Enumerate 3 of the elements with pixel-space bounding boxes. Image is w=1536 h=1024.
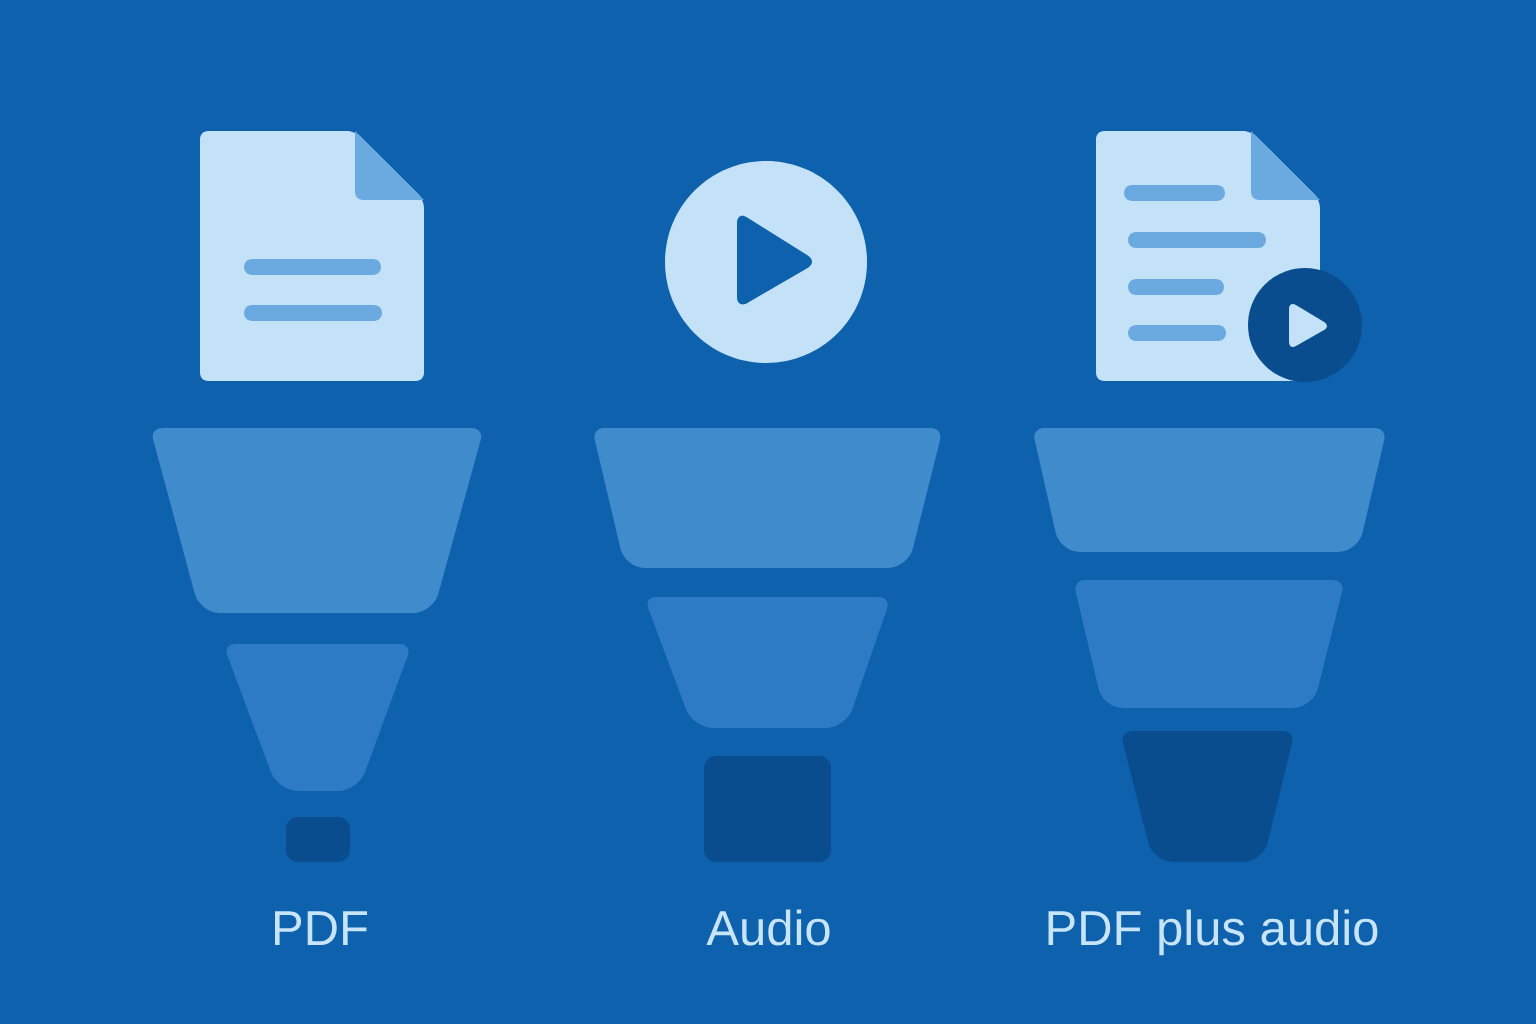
column-label: Audio (706, 909, 830, 946)
column-label: PDF (275, 911, 368, 945)
column-label: PDF plus audio (1048, 909, 1378, 956)
